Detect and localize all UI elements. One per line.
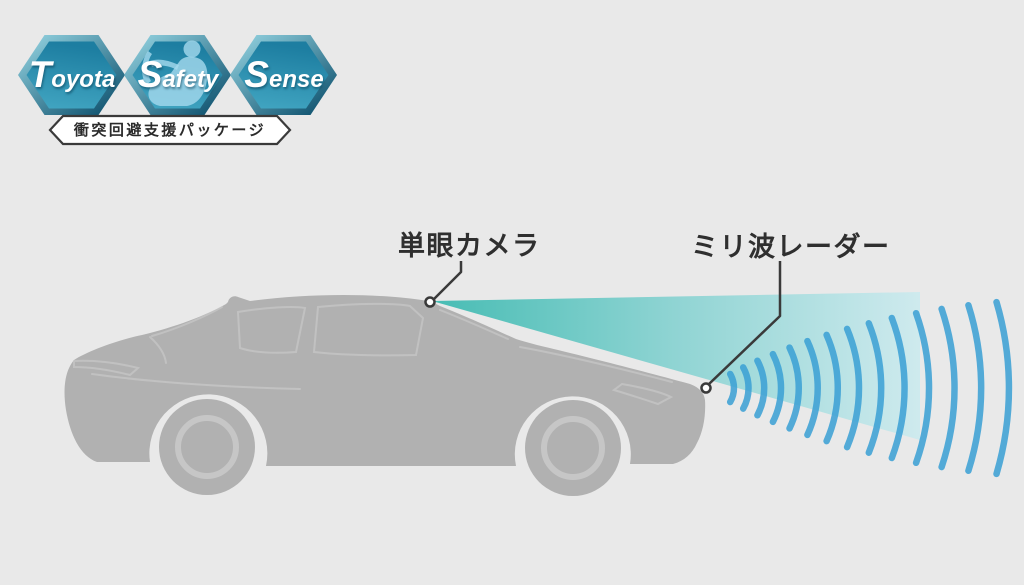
radar-waves xyxy=(726,298,1013,478)
radar-wave-arc xyxy=(843,325,863,451)
car-detail-lines xyxy=(73,302,674,406)
logo-hexagon-label: Toyota xyxy=(28,54,116,95)
camera-leader-line xyxy=(433,261,463,300)
logo-hexagon-label: Sense xyxy=(244,54,324,95)
radar-wave-arc xyxy=(865,320,885,456)
logo-hexagon-safety xyxy=(124,35,231,115)
radar-marker xyxy=(700,382,712,394)
logo-banner-label: 衝突回避支援パッケージ xyxy=(73,122,267,139)
radar-wave-arc xyxy=(726,370,738,406)
car-silhouette xyxy=(64,295,706,496)
car-body xyxy=(64,295,706,466)
radar-wave-arc xyxy=(823,331,842,445)
logo-hexagon-toyota xyxy=(18,35,125,115)
radar-wave-arc xyxy=(912,309,933,467)
radar-wave-arc xyxy=(804,337,821,439)
radar-leader-line xyxy=(708,261,782,385)
tss-logo: Toyota Safety Sense 衝突回避支援パッケージ xyxy=(0,0,360,160)
radar-wave-arc xyxy=(739,364,752,412)
tss-logo-graphic xyxy=(18,35,337,146)
radar-wave-arc xyxy=(888,314,908,462)
logo-banner-shape xyxy=(48,114,292,146)
camera-marker xyxy=(424,296,436,308)
driver-silhouette-icon xyxy=(142,40,208,106)
radar-label: ミリ波レーダー xyxy=(691,232,891,262)
logo-hexagon-sense xyxy=(230,35,337,115)
callout-leaders xyxy=(424,261,782,394)
radar-wave-arc xyxy=(786,344,802,432)
front-wheel xyxy=(525,400,621,496)
radar-wave-arc xyxy=(965,301,985,475)
rear-wheel xyxy=(159,399,255,495)
radar-wave-arc xyxy=(769,350,785,426)
radar-wave-arc xyxy=(938,305,958,471)
camera-label: 単眼カメラ xyxy=(398,231,541,261)
radar-wave-arc xyxy=(754,357,768,419)
logo-hexagon-label: Safety xyxy=(137,54,219,95)
radar-wave-arc xyxy=(993,298,1013,478)
